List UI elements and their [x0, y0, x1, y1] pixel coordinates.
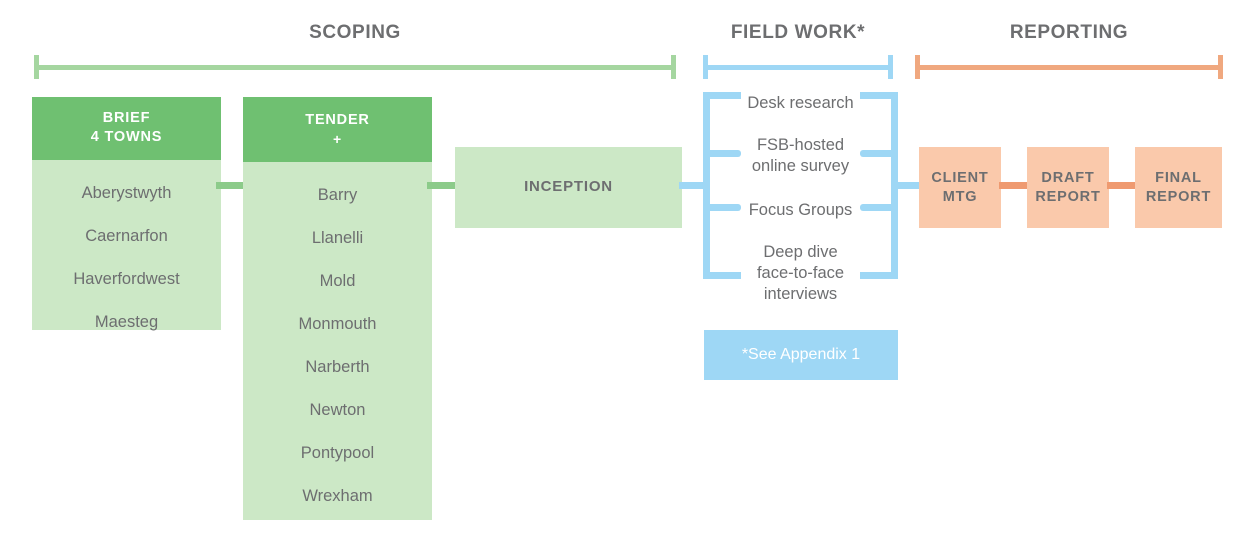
list-item: Aberystwyth: [81, 183, 172, 202]
fieldwork-corner-bottom-right: [860, 272, 898, 279]
list-item: Maesteg: [94, 312, 159, 331]
fieldwork-bracket-left-rail: [703, 92, 710, 279]
list-item: Barry: [317, 186, 358, 204]
draft-report-label-line2: REPORT: [1035, 188, 1101, 205]
list-item: Mold: [319, 272, 356, 290]
fieldwork-corner-top-left: [703, 92, 741, 99]
fieldwork-item-label: Focus Groups: [748, 201, 853, 219]
list-item: Caernarfon: [85, 226, 168, 245]
phase-title-fieldwork: FIELD WORK*: [730, 22, 866, 43]
brief-box-header: BRIEF 4 TOWNS: [32, 97, 221, 160]
tender-title-line1: TENDER: [305, 112, 370, 129]
list-item: Haverfordwest: [73, 269, 180, 288]
brief-box[interactable]: BRIEF 4 TOWNS Aberystwyth Caernarfon Hav…: [32, 97, 221, 330]
final-report-label-line2: REPORT: [1145, 188, 1212, 205]
tender-box-header: TENDER +: [243, 97, 432, 162]
connector-fieldwork-reporting: [893, 182, 921, 189]
brief-title-line2: 4 TOWNS: [90, 129, 163, 146]
connector-tender-inception: [427, 182, 459, 189]
connector-client-draft: [999, 182, 1028, 189]
fieldwork-stub-left-2: [703, 150, 741, 157]
final-report-box[interactable]: FINAL REPORT: [1135, 147, 1222, 228]
client-mtg-label-line2: MTG: [942, 188, 978, 205]
list-item: Monmouth: [298, 315, 377, 333]
fieldwork-item-label: Desk research: [747, 94, 854, 112]
bracket-bar: [34, 65, 676, 70]
phase-title-scoping: SCOPING: [309, 22, 401, 43]
fieldwork-bracket: Desk research FSB-hosted online survey F…: [703, 92, 898, 303]
fieldwork-stub-left-3: [703, 204, 741, 211]
phase-title-reporting: REPORTING: [1009, 22, 1129, 43]
appendix-note[interactable]: *See Appendix 1: [704, 330, 898, 380]
brief-town-list: Aberystwyth Caernarfon Haverfordwest Mae…: [32, 160, 221, 331]
list-item: Newton: [309, 401, 366, 419]
bracket-bar: [703, 65, 893, 70]
bracket-bar: [915, 65, 1223, 70]
inception-label: INCEPTION: [524, 178, 613, 196]
client-mtg-label-line1: CLIENT: [931, 170, 989, 187]
fieldwork-item-label: FSB-hosted online survey: [751, 136, 850, 176]
list-item: Pontypool: [300, 444, 375, 462]
bracket-cap-right: [1218, 55, 1223, 79]
fieldwork-corner-top-right: [860, 92, 898, 99]
fieldwork-item-label: Deep dive face-to-face interviews: [756, 243, 845, 304]
bracket-cap-right: [671, 55, 676, 79]
connector-draft-final: [1107, 182, 1136, 189]
bracket-cap-left: [915, 55, 920, 79]
fieldwork-stub-right-3: [860, 204, 898, 211]
bracket-cap-right: [888, 55, 893, 79]
brief-title-line1: BRIEF: [102, 109, 151, 126]
fieldwork-corner-bottom-left: [703, 272, 741, 279]
phase-bracket-scoping: [34, 55, 676, 79]
bracket-cap-left: [703, 55, 708, 79]
connector-brief-tender: [216, 182, 246, 189]
bracket-cap-left: [34, 55, 39, 79]
appendix-note-label: *See Appendix 1: [741, 346, 861, 363]
client-mtg-box[interactable]: CLIENT MTG: [919, 147, 1001, 228]
draft-report-box[interactable]: DRAFT REPORT: [1027, 147, 1109, 228]
inception-box[interactable]: INCEPTION: [455, 147, 682, 228]
phase-bracket-reporting: [915, 55, 1223, 79]
list-item: Llanelli: [311, 229, 364, 247]
tender-box[interactable]: TENDER + Barry Llanelli Mold Monmouth Na…: [243, 97, 432, 520]
fieldwork-stub-right-2: [860, 150, 898, 157]
tender-town-list: Barry Llanelli Mold Monmouth Narberth Ne…: [243, 162, 432, 520]
draft-report-label-line1: DRAFT: [1041, 170, 1095, 187]
tender-title-plus: +: [333, 130, 342, 147]
list-item: Narberth: [305, 358, 370, 376]
connector-inception-fieldwork: [679, 182, 707, 189]
phase-bracket-fieldwork: [703, 55, 893, 79]
list-item: Wrexham: [302, 487, 373, 505]
final-report-label-line1: FINAL: [1155, 170, 1202, 187]
